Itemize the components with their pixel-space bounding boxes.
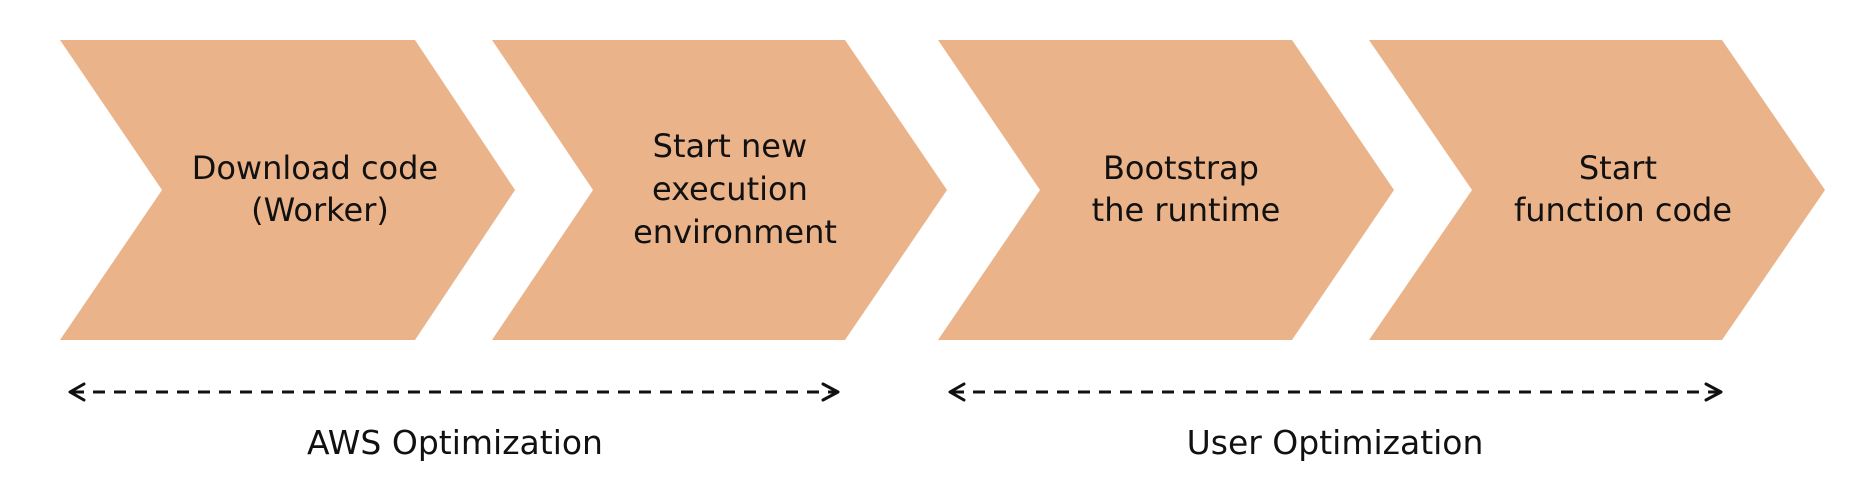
step-3-label: Bootstrap the runtime	[1092, 149, 1281, 229]
step-1-chevron	[60, 40, 515, 340]
step-2: Start new execution environment	[492, 40, 947, 340]
phase-2-left-arrowhead-icon	[948, 382, 966, 402]
step-4-label-line-1: Start	[1579, 149, 1657, 187]
step-2-label: Start new execution environment	[633, 127, 837, 251]
step-4: Start function code	[1369, 40, 1825, 340]
step-4-label-line-2: function code	[1514, 191, 1732, 229]
phase-2-right-arrowhead-icon	[1704, 382, 1723, 402]
phase-user-optimization: User Optimization	[948, 382, 1723, 462]
step-3-chevron	[938, 40, 1394, 340]
step-3-label-line-2: the runtime	[1092, 191, 1281, 229]
phase-aws-optimization: AWS Optimization	[68, 382, 840, 462]
step-3-label-line-1: Bootstrap	[1103, 149, 1259, 187]
step-2-label-line-2: execution	[652, 170, 808, 208]
step-1: Download code (Worker)	[60, 40, 515, 340]
step-1-label: Download code (Worker)	[192, 149, 449, 229]
step-3: Bootstrap the runtime	[938, 40, 1394, 340]
step-1-label-line-1: Download code	[192, 149, 438, 187]
step-4-chevron	[1369, 40, 1825, 340]
step-2-label-line-3: environment	[633, 213, 837, 251]
phase-1-label: AWS Optimization	[307, 423, 603, 462]
step-4-label: Start function code	[1514, 149, 1732, 229]
step-2-label-line-1: Start new	[653, 127, 807, 165]
phase-1-right-arrowhead-icon	[821, 382, 840, 402]
phase-2-label: User Optimization	[1187, 423, 1484, 462]
step-2-chevron	[492, 40, 947, 340]
step-1-label-line-2: (Worker)	[251, 191, 389, 229]
phase-1-left-arrowhead-icon	[68, 382, 86, 402]
